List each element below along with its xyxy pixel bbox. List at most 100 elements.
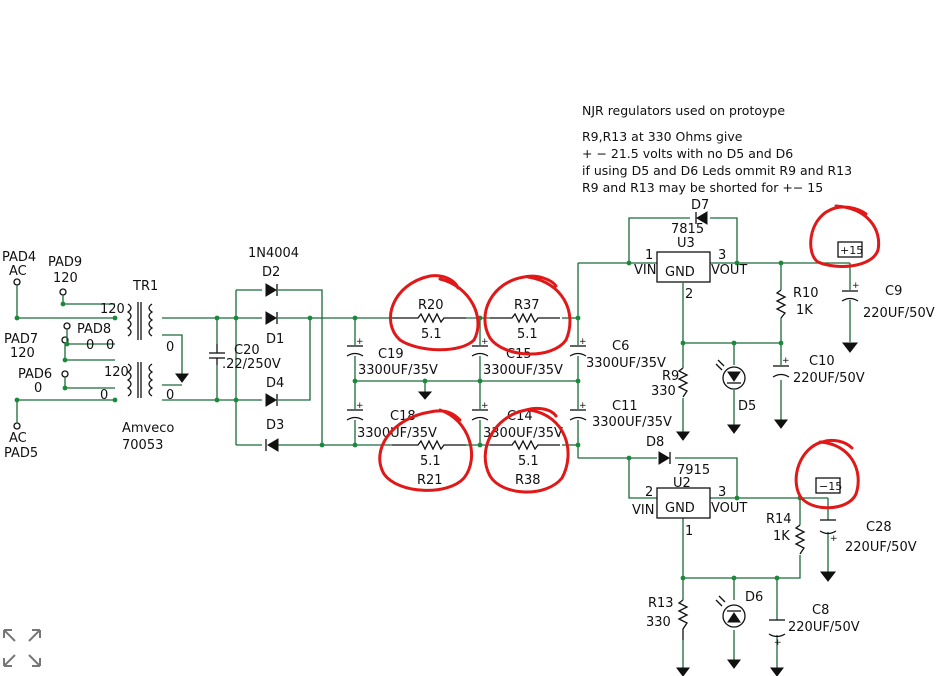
u3-part: 7815 [671, 222, 704, 237]
pad4-label: PAD4 [2, 250, 36, 265]
c28-value: 220UF/50V [845, 540, 917, 555]
r37-ref: R37 [514, 298, 540, 313]
filter-stage: +++ +++ C19 3300UF/35V C15 3300UF/35V C1… [346, 298, 672, 488]
diode-type: 1N4004 [248, 246, 299, 261]
r21-value: 5.1 [420, 454, 441, 469]
c14-value: 3300UF/35V [483, 426, 563, 441]
pad4-terminal [13, 278, 21, 286]
c19-value: 3300UF/35V [358, 363, 438, 378]
tr1-part: 70053 [122, 438, 163, 453]
circle-plus15 [809, 204, 881, 268]
plus15-flag [837, 241, 863, 258]
pad6-label: PAD6 [18, 367, 52, 382]
u2-vout: VOUT [711, 501, 747, 516]
ground-symbol [175, 373, 189, 383]
svg-text:+: + [830, 534, 838, 544]
c10-value: 220UF/50V [793, 371, 865, 386]
c19-ref: C19 [378, 347, 404, 362]
tr1-tap-0b: 0 [106, 338, 114, 353]
bridge-rectifier: 1N4004 D2 D1 D4 D3 [248, 246, 299, 452]
r21-ref: R21 [417, 473, 443, 488]
input-pads: PAD4 AC PAD9 120 PAD7 120 PAD8 PAD6 0 AC… [2, 250, 111, 461]
tr1-maker: Amveco [122, 421, 174, 436]
d6-ref: D6 [745, 590, 763, 605]
expand-icon[interactable] [0, 626, 44, 670]
svg-text:+: + [481, 401, 489, 411]
c9-ref: C9 [885, 284, 902, 299]
c8-ref: C8 [812, 603, 829, 618]
pad9-sub: 120 [53, 271, 78, 286]
circle-minus15 [794, 438, 860, 510]
u3-vout: VOUT [711, 263, 747, 278]
r10-value: 1K [796, 303, 813, 318]
u2-part: 7915 [677, 463, 710, 478]
c20-ref: C20 [234, 343, 260, 358]
c11-ref: C11 [612, 399, 638, 414]
pad4-sub: AC [9, 264, 27, 279]
plus15-label: +15 [840, 244, 863, 257]
r20-ref: R20 [418, 298, 444, 313]
circle-r38 [483, 406, 570, 494]
regulator-u2: GND VIN VOUT 2 3 1 7915 U2 D8 R14 1K R13… [632, 435, 917, 676]
svg-text:+: + [782, 356, 790, 366]
c6-ref: C6 [612, 339, 629, 354]
u3-gnd: GND [665, 265, 695, 280]
c11-value: 3300UF/35V [592, 415, 672, 430]
u2-vin: VIN [632, 503, 654, 518]
u3-pin3: 3 [718, 248, 726, 263]
r13-ref: R13 [648, 596, 674, 611]
svg-text:+: + [852, 281, 860, 291]
filter-ground [417, 391, 433, 400]
tr1-tap-0d: 0 [166, 340, 174, 355]
regulator-u3: GND VIN VOUT 1 3 2 7815 U3 D7 R10 1K R9 … [634, 198, 935, 441]
tr1-tap-120a: 120 [100, 302, 125, 317]
r14-value: 1K [773, 529, 790, 544]
u2-pin3: 3 [718, 485, 726, 500]
pad9-label: PAD9 [48, 255, 82, 270]
svg-text:+: + [774, 638, 782, 648]
d4-ref: D4 [266, 376, 284, 391]
svg-text:+: + [481, 337, 489, 347]
c28-ref: C28 [866, 520, 892, 535]
note-line-5: R9 and R13 may be shorted for +− 15 [582, 180, 823, 195]
r9-value: 330 [651, 384, 676, 399]
r9-ref: R9 [662, 369, 679, 384]
circle-r20 [389, 274, 480, 352]
pad5-terminal [13, 422, 21, 430]
u3-pin1: 1 [645, 248, 653, 263]
junction-dots [14, 260, 803, 581]
capacitor-c20: C20 .22/250V [209, 343, 281, 372]
d5-ref: D5 [738, 399, 756, 414]
pad6-terminal [61, 370, 69, 378]
u3-pin2: 2 [685, 287, 693, 302]
note-line-1: NJR regulators used on protoype [582, 103, 785, 118]
pad9-terminal [59, 288, 67, 296]
minus15-label: −15 [819, 480, 842, 493]
svg-text:+: + [579, 337, 587, 347]
tr1-tap-0e: 0 [166, 388, 174, 403]
d3-ref: D3 [266, 418, 284, 433]
u2-ref: U2 [673, 476, 691, 491]
c6-value: 3300UF/35V [586, 356, 666, 371]
u2-gnd: GND [665, 501, 695, 516]
u2-pin2: 2 [645, 485, 653, 500]
d7-ref: D7 [691, 198, 709, 213]
pad6-sub: 0 [34, 381, 42, 396]
svg-text:+: + [356, 401, 364, 411]
circle-r21 [378, 408, 474, 492]
svg-text:+: + [579, 401, 587, 411]
r14-ref: R14 [766, 512, 792, 527]
u2-pin1: 1 [685, 524, 693, 539]
note-line-4: if using D5 and D6 Leds ommit R9 and R13 [582, 163, 852, 178]
circle-r37 [483, 274, 572, 356]
minus15-flag [815, 477, 841, 494]
r20-value: 5.1 [421, 327, 442, 342]
r37-value: 5.1 [517, 327, 538, 342]
note-line-3: + − 21.5 volts with no D5 and D6 [582, 146, 793, 161]
tr1-tap-120b: 120 [104, 365, 129, 380]
r10-ref: R10 [793, 286, 819, 301]
transformer-tr1: TR1 120 0 0 120 0 0 0 Amveco 70053 [86, 279, 189, 453]
c9-value: 220UF/50V [863, 306, 935, 321]
expand-icon-graphic [3, 629, 41, 667]
